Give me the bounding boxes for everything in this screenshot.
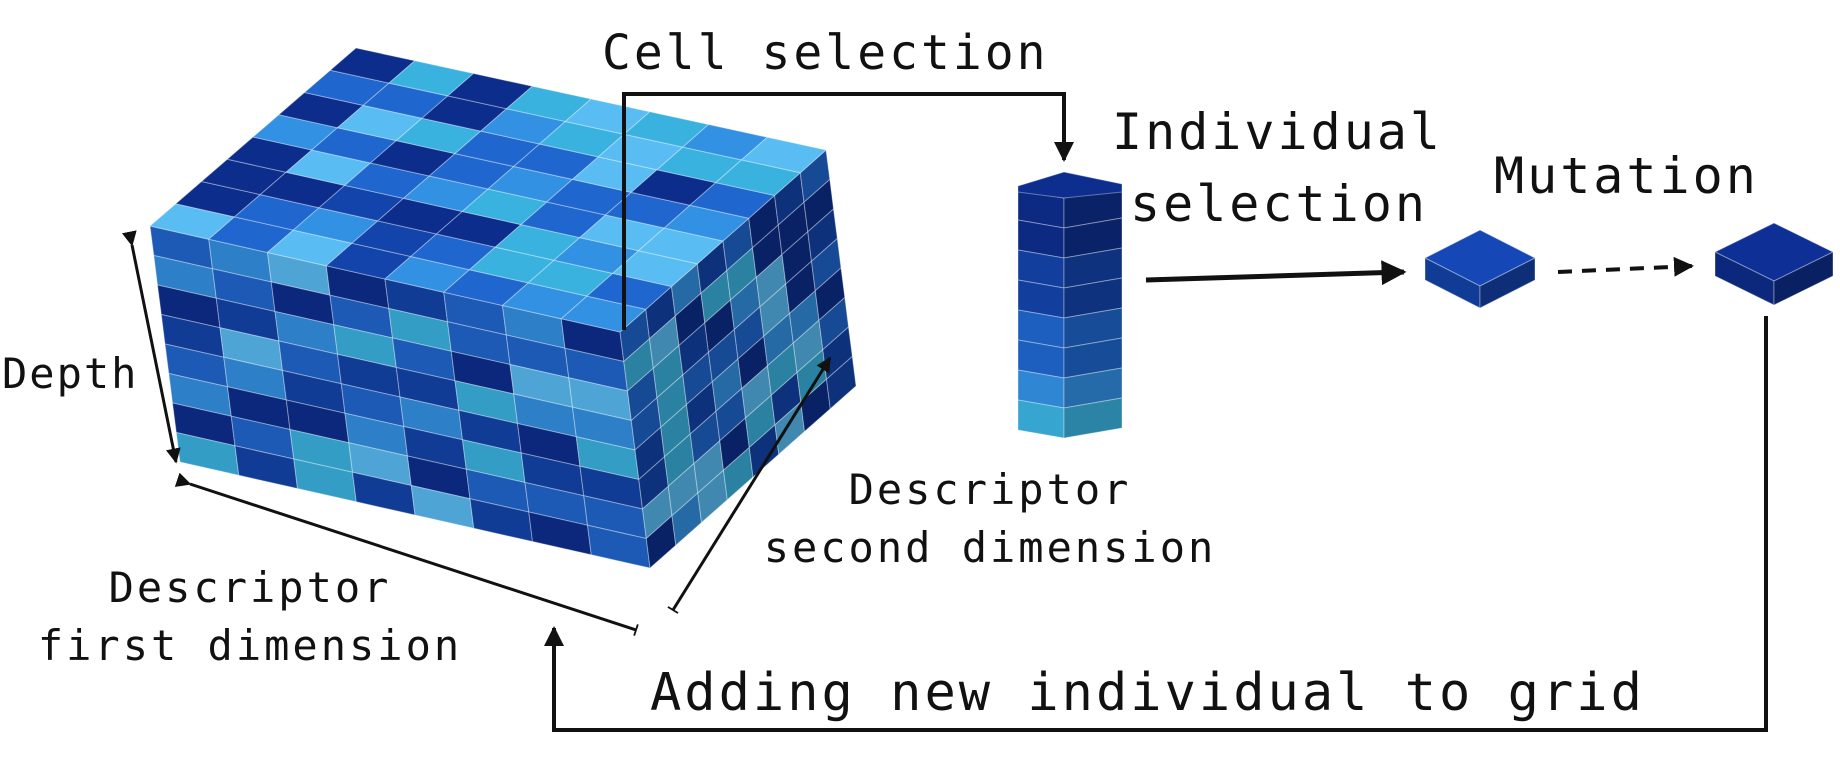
- archive-grid-cube: [148, 47, 857, 569]
- descriptor-first-dimension-label-line2: first dimension: [37, 621, 463, 670]
- column-layer-side: [1063, 397, 1123, 439]
- individual-side: [1773, 251, 1834, 306]
- selected-cell-column: [1017, 171, 1123, 439]
- column-top-cap: [1017, 171, 1123, 199]
- individual-side: [1479, 257, 1536, 309]
- descriptor-second-dimension-label-line1: Descriptor: [848, 465, 1132, 514]
- descriptor-second-dimension-label-line2: second dimension: [763, 523, 1217, 572]
- cube-top-face: [148, 47, 828, 333]
- first-dimension-axis-arrow: [174, 472, 639, 636]
- mutation-label: Mutation: [1494, 147, 1759, 205]
- cell-selection-arrow: [622, 92, 1074, 330]
- individual-selection-label-line1: Individual: [1112, 103, 1444, 161]
- individual-selection-arrow: [1145, 260, 1407, 286]
- grid-cell-top: [740, 136, 828, 174]
- cell-selection-label: Cell selection: [602, 25, 1049, 81]
- descriptor-first-dimension-label-line1: Descriptor: [108, 563, 392, 612]
- mutation-dashed-arrow: [1557, 256, 1694, 277]
- individual-selection-label-line2: selection: [1130, 175, 1428, 233]
- mutated-individual-block: [1713, 222, 1835, 306]
- depth-axis-arrow: [121, 230, 181, 464]
- depth-label: Depth: [2, 349, 139, 398]
- selected-individual-block: [1423, 229, 1537, 309]
- adding-new-individual-arrow: [544, 316, 1768, 732]
- second-dimension-axis-arrow: [667, 356, 832, 614]
- adding-new-individual-label: Adding new individual to grid: [650, 663, 1645, 723]
